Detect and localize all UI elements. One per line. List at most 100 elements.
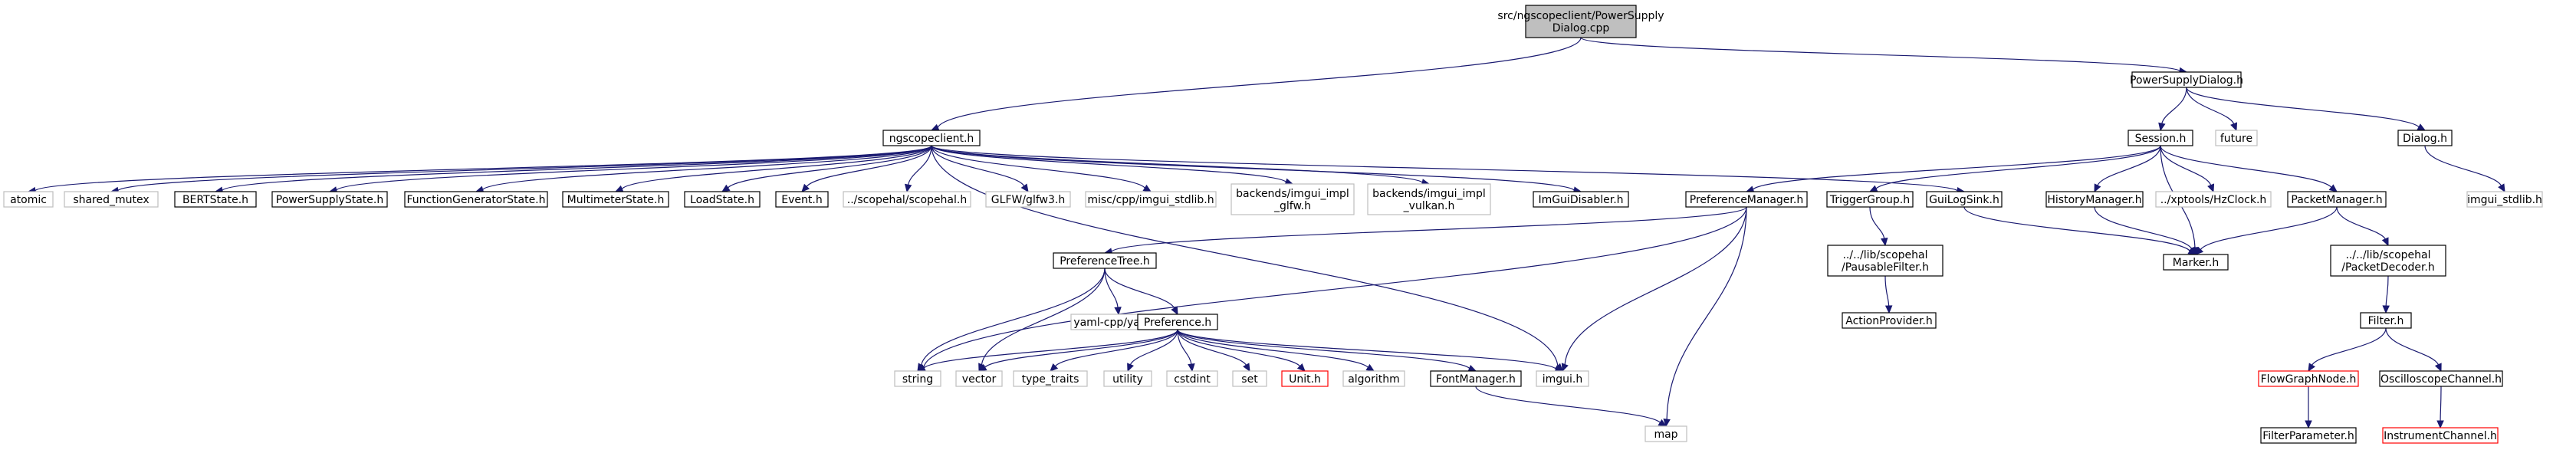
node-type_traits: type_traits	[1013, 370, 1088, 387]
node-label: ../xptools/HzClock.h	[2160, 194, 2267, 206]
node-set: set	[1232, 370, 1267, 387]
node-instrchannel[interactable]: InstrumentChannel.h	[2382, 427, 2499, 444]
node-preftree[interactable]: PreferenceTree.h	[1053, 252, 1157, 269]
edge-preftree-to-preference	[1104, 268, 1178, 316]
node-label: TriggerGroup.h	[1829, 194, 1910, 206]
node-label: ../../lib/scopehal	[1842, 249, 1927, 261]
node-algorithm: algorithm	[1342, 370, 1405, 387]
node-marker[interactable]: Marker.h	[2163, 254, 2229, 271]
node-loadstate[interactable]: LoadState.h	[684, 191, 761, 208]
node-label: PreferenceManager.h	[1690, 194, 1803, 206]
edge-preference-to-cstdint	[1177, 329, 1195, 373]
edge-preference-to-algorithm	[1177, 329, 1375, 372]
node-label: FontManager.h	[1436, 373, 1516, 386]
node-label: map	[1654, 429, 1677, 441]
edge-psdialog_h-to-dialog	[2186, 87, 2426, 131]
node-string: string	[894, 370, 941, 387]
node-pausable[interactable]: ../../lib/scopehal/PausableFilter.h	[1827, 245, 1944, 277]
node-actionprovider[interactable]: ActionProvider.h	[1842, 312, 1937, 329]
edge-session-to-prefmgr	[1745, 145, 2161, 193]
node-imguidisabler[interactable]: ImGuiDisabler.h	[1533, 191, 1629, 208]
node-label: algorithm	[1348, 373, 1400, 386]
node-prefmgr[interactable]: PreferenceManager.h	[1685, 191, 1808, 208]
edge-prefmgr-to-string	[916, 206, 1747, 372]
node-label: type_traits	[1022, 373, 1079, 386]
node-dialog[interactable]: Dialog.h	[2397, 130, 2453, 146]
nodes-layer: src/ngscopeclient/PowerSupplyDialog.cpp n…	[3, 5, 2543, 444]
node-label: Dialog.h	[2403, 133, 2447, 145]
edge-filter-to-oscchannel	[2385, 327, 2442, 373]
node-scopehal: ../scopehal/scopehal.h	[843, 191, 971, 208]
node-label: InstrumentChannel.h	[2384, 430, 2497, 442]
edge-preference-to-utility	[1127, 329, 1178, 373]
node-filterparam[interactable]: FilterParameter.h	[2260, 427, 2357, 444]
node-packetmgr[interactable]: PacketManager.h	[2287, 191, 2387, 208]
node-preference[interactable]: Preference.h	[1137, 314, 1218, 330]
edge-ngscopeclient-to-glfw	[931, 145, 1029, 193]
node-label: Filter.h	[2368, 315, 2404, 327]
node-fontmgr[interactable]: FontManager.h	[1430, 370, 1522, 387]
node-mmstate[interactable]: MultimeterState.h	[562, 191, 669, 208]
node-utility: utility	[1103, 370, 1152, 387]
node-label: vector	[962, 373, 997, 386]
node-triggergroup[interactable]: TriggerGroup.h	[1826, 191, 1914, 208]
node-label: Unit.h	[1289, 373, 1321, 386]
edge-ngscopeclient-to-imgui	[931, 145, 1563, 372]
edge-session-to-hzclock	[2160, 145, 2215, 193]
node-label: LoadState.h	[690, 194, 754, 206]
node-label: imgui.h	[1543, 373, 1583, 386]
node-filter[interactable]: Filter.h	[2360, 312, 2412, 329]
node-misc_stdlib: misc/cpp/imgui_stdlib.h	[1085, 191, 1217, 208]
edge-preftree-to-yaml	[1104, 268, 1122, 316]
node-label: ../../lib/scopehal	[2345, 249, 2430, 261]
node-guilogsink[interactable]: GuiLogSink.h	[1926, 191, 2003, 208]
node-imgui_vulkan: backends/imgui_impl_vulkan.h	[1367, 183, 1491, 215]
node-label: PreferenceTree.h	[1060, 255, 1150, 268]
edge-oscchannel-to-instrchannel	[2436, 386, 2444, 429]
edge-guilogsink-to-marker	[1963, 206, 2197, 255]
node-imgui_glfw: backends/imgui_impl_glfw.h	[1230, 183, 1355, 215]
node-root[interactable]: src/ngscopeclient/PowerSupplyDialog.cpp	[1497, 5, 1664, 38]
edge-root-to-psdialog_h	[1580, 37, 2188, 75]
node-label: _glfw.h	[1273, 200, 1311, 212]
node-label: /PacketDecoder.h	[2341, 261, 2434, 274]
node-historymgr[interactable]: HistoryManager.h	[2045, 191, 2144, 208]
node-flowgraphnode[interactable]: FlowGraphNode.h	[2258, 370, 2359, 387]
edge-flowgraphnode-to-filterparam	[2305, 386, 2312, 429]
node-label: PowerSupplyDialog.h	[2130, 74, 2243, 87]
node-psstate[interactable]: PowerSupplyState.h	[271, 191, 388, 208]
node-session[interactable]: Session.h	[2128, 130, 2193, 146]
node-shared_mutex: shared_mutex	[64, 191, 159, 208]
node-label: HistoryManager.h	[2047, 194, 2141, 206]
node-bertstate[interactable]: BERTState.h	[174, 191, 257, 208]
edge-preference-to-type_traits	[1050, 329, 1178, 372]
edge-preference-to-set	[1177, 329, 1250, 373]
node-label: Preference.h	[1144, 317, 1211, 329]
node-label: backends/imgui_impl	[1236, 188, 1349, 200]
node-packetdecoder[interactable]: ../../lib/scopehal/PacketDecoder.h	[2330, 245, 2446, 277]
node-label: GLFW/glfw3.h	[991, 194, 1065, 206]
node-label: _vulkan.h	[1403, 200, 1455, 212]
node-ngscopeclient[interactable]: ngscopeclient.h	[882, 130, 981, 146]
edge-session-to-packetmgr	[2160, 145, 2338, 192]
edge-fontmgr-to-map	[1475, 386, 1668, 427]
node-label: FilterParameter.h	[2262, 430, 2354, 442]
node-label: FunctionGeneratorState.h	[406, 194, 545, 206]
node-fgstate[interactable]: FunctionGeneratorState.h	[404, 191, 548, 208]
node-atomic: atomic	[3, 191, 54, 208]
node-oscchannel[interactable]: OscilloscopeChannel.h	[2379, 370, 2503, 387]
node-psdialog_h[interactable]: PowerSupplyDialog.h	[2130, 71, 2243, 88]
node-label: Marker.h	[2173, 257, 2219, 269]
node-label: OscilloscopeChannel.h	[2380, 373, 2502, 386]
node-imgui_stdlib: imgui_stdlib.h	[2466, 191, 2543, 208]
node-label: misc/cpp/imgui_stdlib.h	[1087, 194, 1214, 206]
node-event[interactable]: Event.h	[775, 191, 829, 208]
node-unit[interactable]: Unit.h	[1281, 370, 1329, 387]
edge-triggergroup-to-pausable	[1869, 206, 1888, 247]
node-label: GuiLogSink.h	[1929, 194, 1999, 206]
node-label: Dialog.cpp	[1552, 22, 1610, 34]
node-map: map	[1644, 425, 1687, 442]
node-label: Event.h	[781, 194, 822, 206]
node-hzclock: ../xptools/HzClock.h	[2155, 191, 2272, 208]
